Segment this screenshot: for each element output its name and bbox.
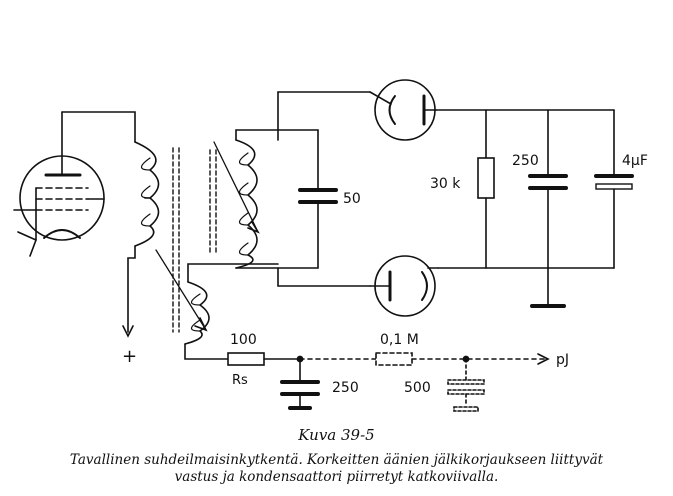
secondary-coil — [235, 139, 258, 269]
b-plus-arrow — [122, 325, 134, 338]
load-network — [435, 109, 634, 308]
diode-bottom — [369, 255, 439, 317]
coil-loop — [140, 213, 151, 227]
diode-lead — [369, 91, 392, 105]
tuning-arrowhead — [247, 221, 260, 234]
tuning-arrow — [213, 141, 259, 233]
label-plus: + — [122, 346, 137, 367]
coil-loop — [238, 182, 249, 196]
heater-lead — [17, 231, 37, 241]
label-r100: 100 — [230, 332, 257, 348]
caption-line-1: Tavallinen suhdeilmaisinkytkentä. Korkei… — [69, 452, 604, 468]
tube-cathode — [43, 229, 81, 239]
label-c50: 50 — [343, 191, 361, 207]
diode-top — [369, 79, 437, 141]
coupling-arrow — [155, 249, 207, 331]
resistor-30k — [477, 157, 495, 199]
tertiary-winding — [184, 281, 210, 345]
resistor-100 — [227, 352, 265, 366]
coil-loop — [238, 152, 249, 166]
coupling-arrowhead — [194, 317, 208, 332]
pentode-tube — [13, 111, 105, 257]
primary-coil — [134, 141, 160, 247]
resistor-01M — [375, 352, 413, 366]
secondary-bottom-wire — [277, 267, 371, 287]
ground-symbol — [453, 406, 479, 412]
label-rs: Rs — [232, 373, 248, 388]
tertiary-coil — [155, 249, 279, 360]
diode-cathode — [421, 271, 428, 301]
transformer-primary — [122, 141, 160, 338]
label-c250-bottom: 250 — [332, 380, 359, 396]
coil-loop — [238, 212, 249, 226]
label-c250-right: 250 — [512, 153, 539, 169]
coil-loop — [190, 319, 201, 332]
tertiary-top-wire — [187, 263, 279, 283]
plate-wire — [61, 111, 136, 143]
cap500-plate — [447, 379, 485, 385]
coil-loop — [190, 293, 201, 306]
label-c4uf: 4µF — [622, 153, 648, 169]
b-plus-wire — [127, 245, 136, 333]
coil-top-lead — [235, 129, 279, 141]
diode-cathode — [388, 95, 396, 125]
label-c500: 500 — [404, 380, 431, 396]
tertiary-bottom-wire — [184, 343, 229, 360]
cathode-lead — [29, 187, 37, 257]
coil-loop — [140, 185, 151, 199]
output-network — [227, 352, 550, 412]
cap50-bottom-wire — [277, 201, 319, 269]
caption-line-2: vastus ja kondensaattori piirretyt katko… — [174, 469, 499, 485]
label-output: pJ — [556, 352, 569, 368]
circuit-diagram: 50 30 k 250 4µF + 100 Rs 250 0,1 M 500 p… — [13, 79, 648, 412]
label-r30k: 30 k — [430, 176, 461, 192]
coil-loop — [238, 242, 249, 256]
figure-title: Kuva 39-5 — [298, 426, 375, 444]
secondary-tuned-circuit — [213, 91, 371, 287]
figure-caption: Tavallinen suhdeilmaisinkytkentä. Korkei… — [10, 452, 663, 486]
coil-loop — [140, 157, 151, 171]
label-r01m: 0,1 M — [380, 332, 419, 348]
cap50-top-wire — [277, 129, 319, 191]
output-arrow — [537, 353, 550, 365]
